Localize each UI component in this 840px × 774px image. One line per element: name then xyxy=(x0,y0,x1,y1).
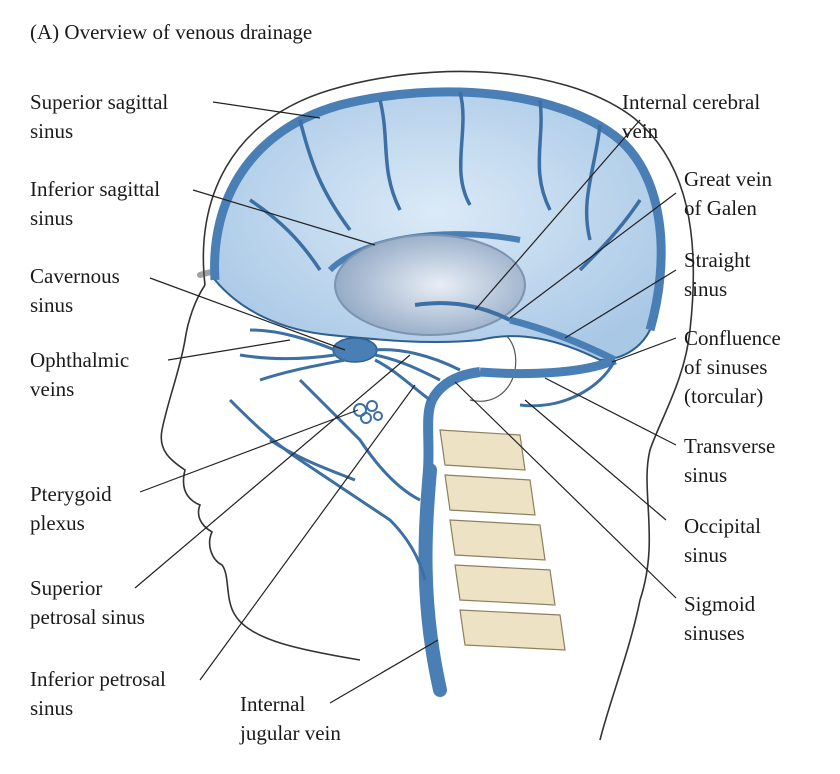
label-superior-petrosal-sinus: Superior petrosal sinus xyxy=(30,576,145,629)
leader-superior-sagittal xyxy=(212,101,321,119)
internal-jugular-vein-vessel xyxy=(418,463,447,697)
cavernous-sinus-vessel xyxy=(332,337,378,363)
cervical-vertebrae xyxy=(439,429,566,651)
label-great-vein-of-galen: Great vein of Galen xyxy=(684,167,773,220)
leader-superior-petrosal xyxy=(134,354,411,589)
straight-sinus-vessel xyxy=(509,316,617,364)
corpus-callosum-region xyxy=(334,234,526,336)
label-confluence-of-sinuses: Confluence of sinuses (torcular) xyxy=(684,326,781,408)
label-internal-cerebral-vein: Internal cerebral vein xyxy=(622,90,761,143)
superior-sagittal-sinus-vessel xyxy=(210,87,666,332)
face-outline xyxy=(160,284,361,661)
leader-pterygoid xyxy=(139,409,359,493)
label-cavernous-sinus: Cavernous sinus xyxy=(30,264,120,317)
transverse-sinus-vessel xyxy=(479,355,617,379)
leader-occipital xyxy=(524,399,667,521)
leader-transverse xyxy=(544,377,677,446)
label-straight-sinus: Straight sinus xyxy=(684,248,751,301)
internal-cerebral-vein-vessel xyxy=(414,301,511,322)
leader-internal-jugular xyxy=(329,639,439,704)
superior-petrosal-sinus-vessel xyxy=(374,348,461,372)
figure-title: (A) Overview of venous drainage xyxy=(30,20,313,44)
label-inferior-sagittal-sinus: Inferior sagittal sinus xyxy=(30,177,161,230)
leader-cavernous xyxy=(149,277,346,351)
leader-great-vein xyxy=(509,192,677,319)
label-pterygoid-plexus: Pterygoid plexus xyxy=(30,482,112,535)
leader-confluence xyxy=(611,337,677,363)
head-outline xyxy=(202,70,695,741)
label-occipital-sinus: Occipital sinus xyxy=(684,514,761,567)
inferior-petrosal-sinus-vessel xyxy=(374,358,431,402)
cortical-veins xyxy=(249,91,642,272)
label-sigmoid-sinuses: Sigmoid sinuses xyxy=(684,592,756,645)
leader-straight xyxy=(564,269,677,339)
leader-sigmoid xyxy=(454,381,677,599)
label-superior-sagittal-sinus: Superior sagittal sinus xyxy=(30,90,169,143)
leader-inferior-petrosal xyxy=(199,384,416,681)
facial-vein-network xyxy=(228,328,441,581)
sigmoid-sinus-vessel xyxy=(423,367,481,471)
pterygoid-plexus-vessel xyxy=(353,400,383,424)
leader-lines xyxy=(134,101,677,704)
occipital-sinus-vessel xyxy=(519,359,617,408)
label-inferior-petrosal-sinus: Inferior petrosal sinus xyxy=(30,667,166,720)
leader-inferior-sagittal xyxy=(192,189,376,246)
leader-internal-cerebral xyxy=(474,119,641,311)
label-internal-jugular-vein: Internal jugular vein xyxy=(240,692,341,745)
leader-ophthalmic xyxy=(167,339,291,361)
label-ophthalmic-veins: Ophthalmic veins xyxy=(30,348,130,401)
label-transverse-sinus: Transverse sinus xyxy=(684,434,776,487)
